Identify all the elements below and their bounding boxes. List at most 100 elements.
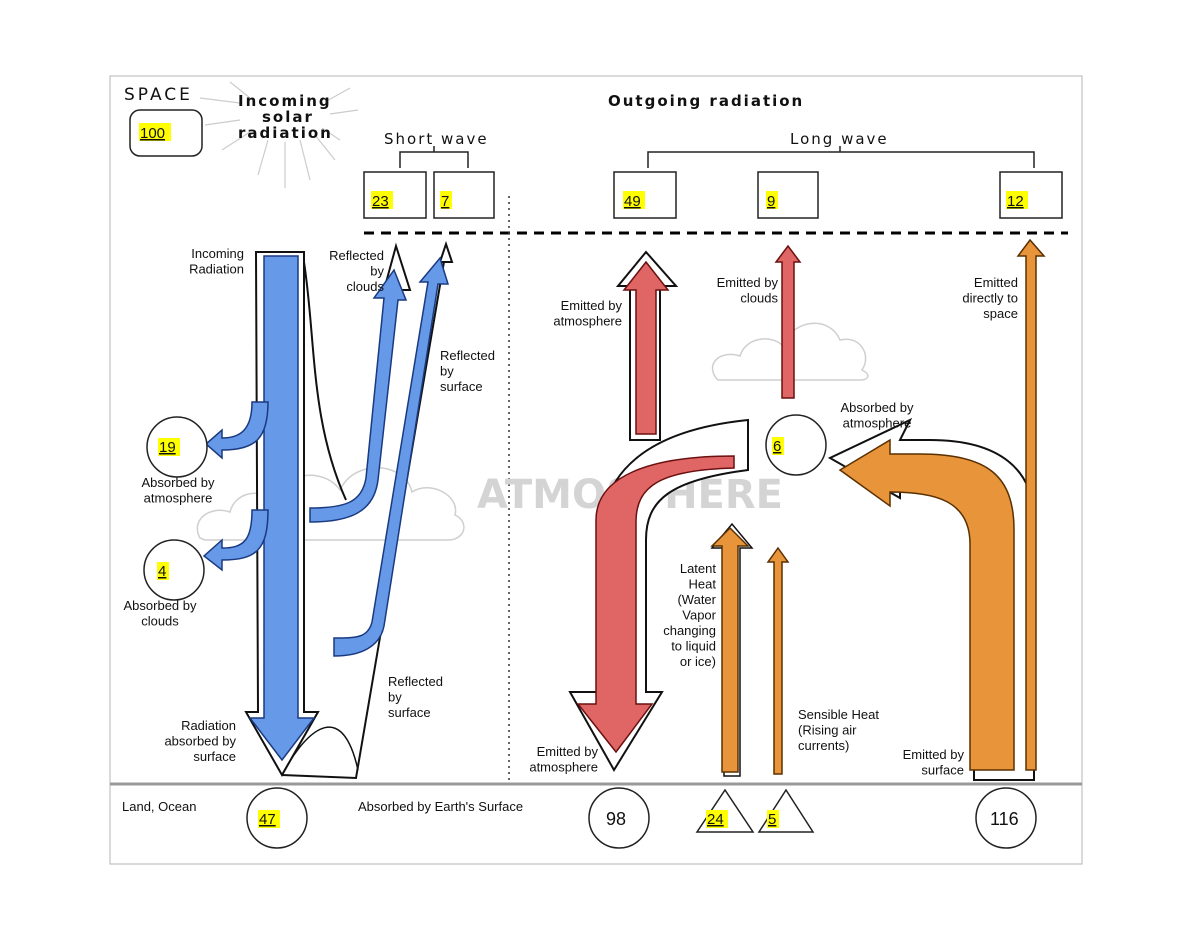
radiation-absorbed-label-line: absorbed by [164,734,236,749]
absorbed-surface-label: Absorbed by Earth's Surface [358,799,523,814]
radiation-absorbed-label-line: surface [193,749,236,764]
incoming-radiation-arrow [248,255,316,762]
incoming-highlight [139,123,171,141]
emitted-atmosphere-label-bottom-line: Emitted by [537,744,599,759]
long-wave-header: Long wave [790,130,889,148]
latent-heat-value: 24 [707,811,724,828]
latent-heat-label-line: to liquid [671,639,716,654]
reflected-clouds-arrow [309,268,408,523]
sensible-heat-label-line: Sensible Heat [798,707,879,722]
absorbed-atmosphere-label-line: atmosphere [144,491,213,506]
reflected-clouds-label-line: by [370,264,384,279]
latent-heat-label-line: Latent [680,561,717,576]
reflected-surface-label-bottom-line: Reflected [388,674,443,689]
reflected-surface-label-top-line: Reflected [440,348,495,363]
incoming-outline-branch [303,261,347,501]
sun-icon [199,81,359,188]
surface-emission-arrow [838,438,1015,771]
absorbed-clouds-arrow [202,509,269,572]
incoming-header-line3: radiation [238,124,333,142]
emitted-clouds-arrow [774,244,802,399]
absorbed-clouds-circle [143,539,205,601]
latent-heat-arrow [710,526,750,773]
absorbed-atmosphere-lw-value: 6 [773,438,781,455]
sensible-heat-value: 5 [768,811,776,828]
absorbed-clouds-label-line: Absorbed by [124,598,197,613]
surface-emitted-value: 116 [990,809,1019,829]
reflected-surface-label-top-line: by [440,364,454,379]
absorbed-atmosphere-lw-circle [765,414,827,476]
incoming-value: 100 [140,125,165,142]
reflected-clouds-label-line: Reflected [329,248,384,263]
sensible-heat-arrow [766,546,790,775]
reflected-surface-value: 7 [441,193,449,210]
ground-label: Land, Ocean [122,799,196,814]
reflected-clouds-label-line: clouds [346,279,384,294]
latent-heat-label-line: (Water [677,592,716,607]
absorbed-atmosphere-lw-label-line: atmosphere [843,416,912,431]
absorbed-clouds-value: 4 [158,563,166,580]
absorbed-atmosphere-label-line: Absorbed by [142,475,215,490]
absorbed-atmosphere-lw-label-line: Absorbed by [841,400,914,415]
latent-heat-label-line: or ice) [680,654,716,669]
reflected-surface-arrow [333,256,450,657]
surface-reflection-outline-inner [281,726,359,776]
emitted-atmosphere-value: 49 [624,193,641,210]
emitted-clouds-label-line: Emitted by [717,275,779,290]
back-radiation-arrow [576,455,735,754]
incoming-header-line1: Incoming [238,92,332,110]
back-radiation-value: 98 [606,809,626,829]
emitted-atmosphere-label-top-line: Emitted by [561,298,623,313]
reflected-clouds-value: 23 [372,193,389,210]
outgoing-header: Outgoing radiation [608,92,804,110]
emitted-clouds-value: 9 [767,193,775,210]
emitted-space-label-line: space [983,306,1018,321]
surface-emitted-circle [975,787,1037,849]
space-label: SPACE [124,85,193,105]
latent-heat-label-line: changing [663,623,716,638]
reflected-surface-label-top-line: surface [440,379,483,394]
surface-absorbed-value: 47 [259,811,276,828]
emitted-space-label-line: Emitted [974,275,1018,290]
emitted-surface-label-line: surface [921,763,964,778]
absorbed-atmosphere-value: 19 [159,439,176,456]
absorbed-clouds-label-line: clouds [141,614,179,629]
back-radiation-circle [588,787,650,849]
incoming-radiation-label-line: Radiation [189,262,244,277]
latent-heat-label-line: Vapor [682,608,716,623]
absorbed-atmosphere-arrow [204,401,269,460]
emitted-surface-space-value: 12 [1007,193,1024,210]
sensible-heat-label-line: currents) [798,738,849,753]
longwave-bracket [647,151,1035,168]
radiation-absorbed-label-line: Radiation [181,718,236,733]
emitted-clouds-label-line: clouds [740,291,778,306]
incoming-radiation-label-line: Incoming [191,246,244,261]
emitted-atmosphere-arrow [622,260,670,435]
incoming-header-line2: solar [262,108,314,126]
emitted-atmosphere-label-top-line: atmosphere [553,314,622,329]
short-wave-header: Short wave [384,130,489,148]
emitted-space-arrow [1016,238,1046,771]
sensible-heat-label-line: (Rising air [798,723,857,738]
emitted-surface-label-line: Emitted by [903,747,965,762]
latent-heat-label-line: Heat [689,577,717,592]
emitted-space-label-line: directly to [962,291,1018,306]
reflected-surface-label-bottom-line: by [388,690,402,705]
reflected-surface-label-bottom-line: surface [388,705,431,720]
